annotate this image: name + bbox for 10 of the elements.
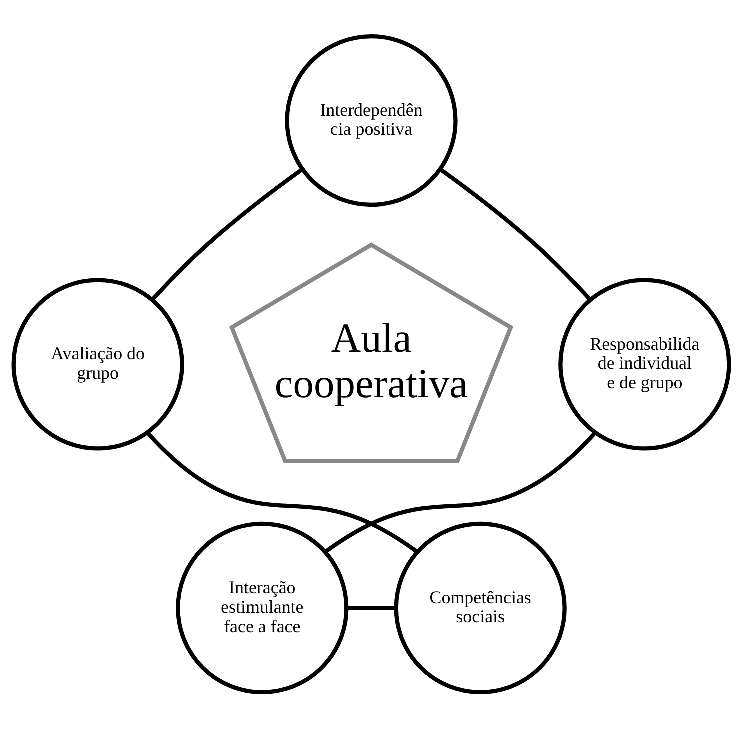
node-circle: Avaliação do grupo [12,278,184,451]
node-circle: Responsabilida de individual e de grupo [558,278,732,451]
node-circle: Competências sociais [394,522,567,695]
connector [439,168,592,302]
node-circle: Interdependên cia positiva [285,34,458,208]
connector [146,432,418,554]
connector [151,168,304,302]
node-circle: Interação estimulante face a face [176,522,349,695]
connector [346,606,396,610]
connector [324,432,597,554]
